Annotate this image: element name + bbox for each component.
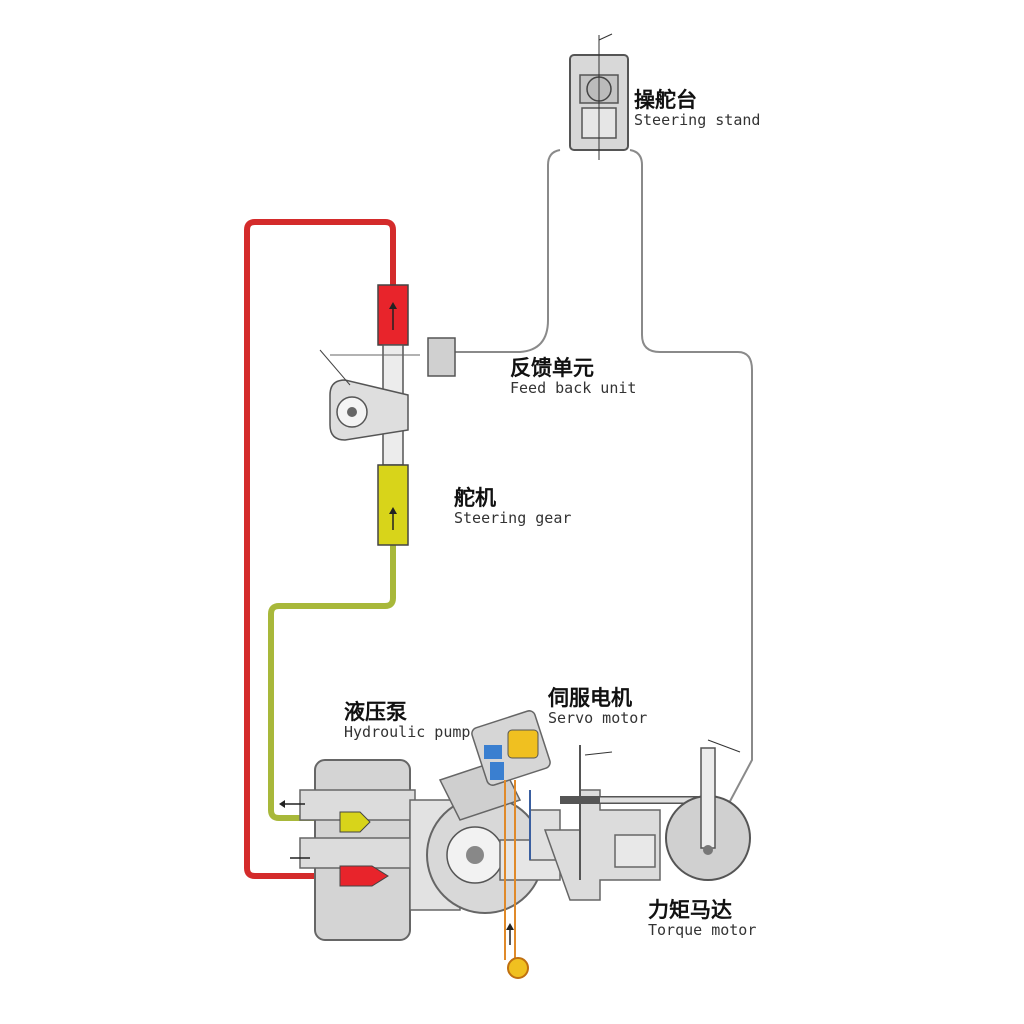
label-feedback-unit-en: Feed back unit [510,379,637,398]
label-steering-gear-en: Steering gear [454,509,572,528]
label-servo-motor-zh: 伺服电机 [548,686,632,710]
label-feedback-unit-zh: 反馈单元 [510,356,594,380]
mechanical-linkage-line [455,149,753,821]
label-steering-gear-zh: 舵机 [454,486,496,510]
label-servo-motor: 伺服电机 Servo motor [548,686,647,727]
label-torque-motor: 力矩马达 Torque motor [648,898,756,939]
return-line [268,545,396,821]
label-servo-motor-en: Servo motor [548,709,648,728]
label-hydraulic-pump-en: Hydroulic pump [344,723,471,742]
torque-motor-icon [543,739,751,901]
label-feedback-unit: 反馈单元 Feed back unit [510,356,636,397]
label-steering-stand: 操舵台 Steering stand [634,88,760,129]
label-steering-stand-zh: 操舵台 [634,88,697,112]
steering-stand-icon [569,33,629,160]
label-torque-motor-zh: 力矩马达 [648,898,732,922]
steering-gear-icon [319,284,420,546]
label-steering-gear: 舵机 Steering gear [454,486,571,527]
servo-motor-icon [471,710,561,979]
label-steering-stand-en: Steering stand [634,111,761,130]
label-torque-motor-en: Torque motor [648,921,757,940]
pressure-line [244,219,396,879]
feedback-unit-box [427,337,456,377]
label-hydraulic-pump-zh: 液压泵 [344,700,407,724]
label-hydraulic-pump: 液压泵 Hydroulic pump [344,700,470,741]
